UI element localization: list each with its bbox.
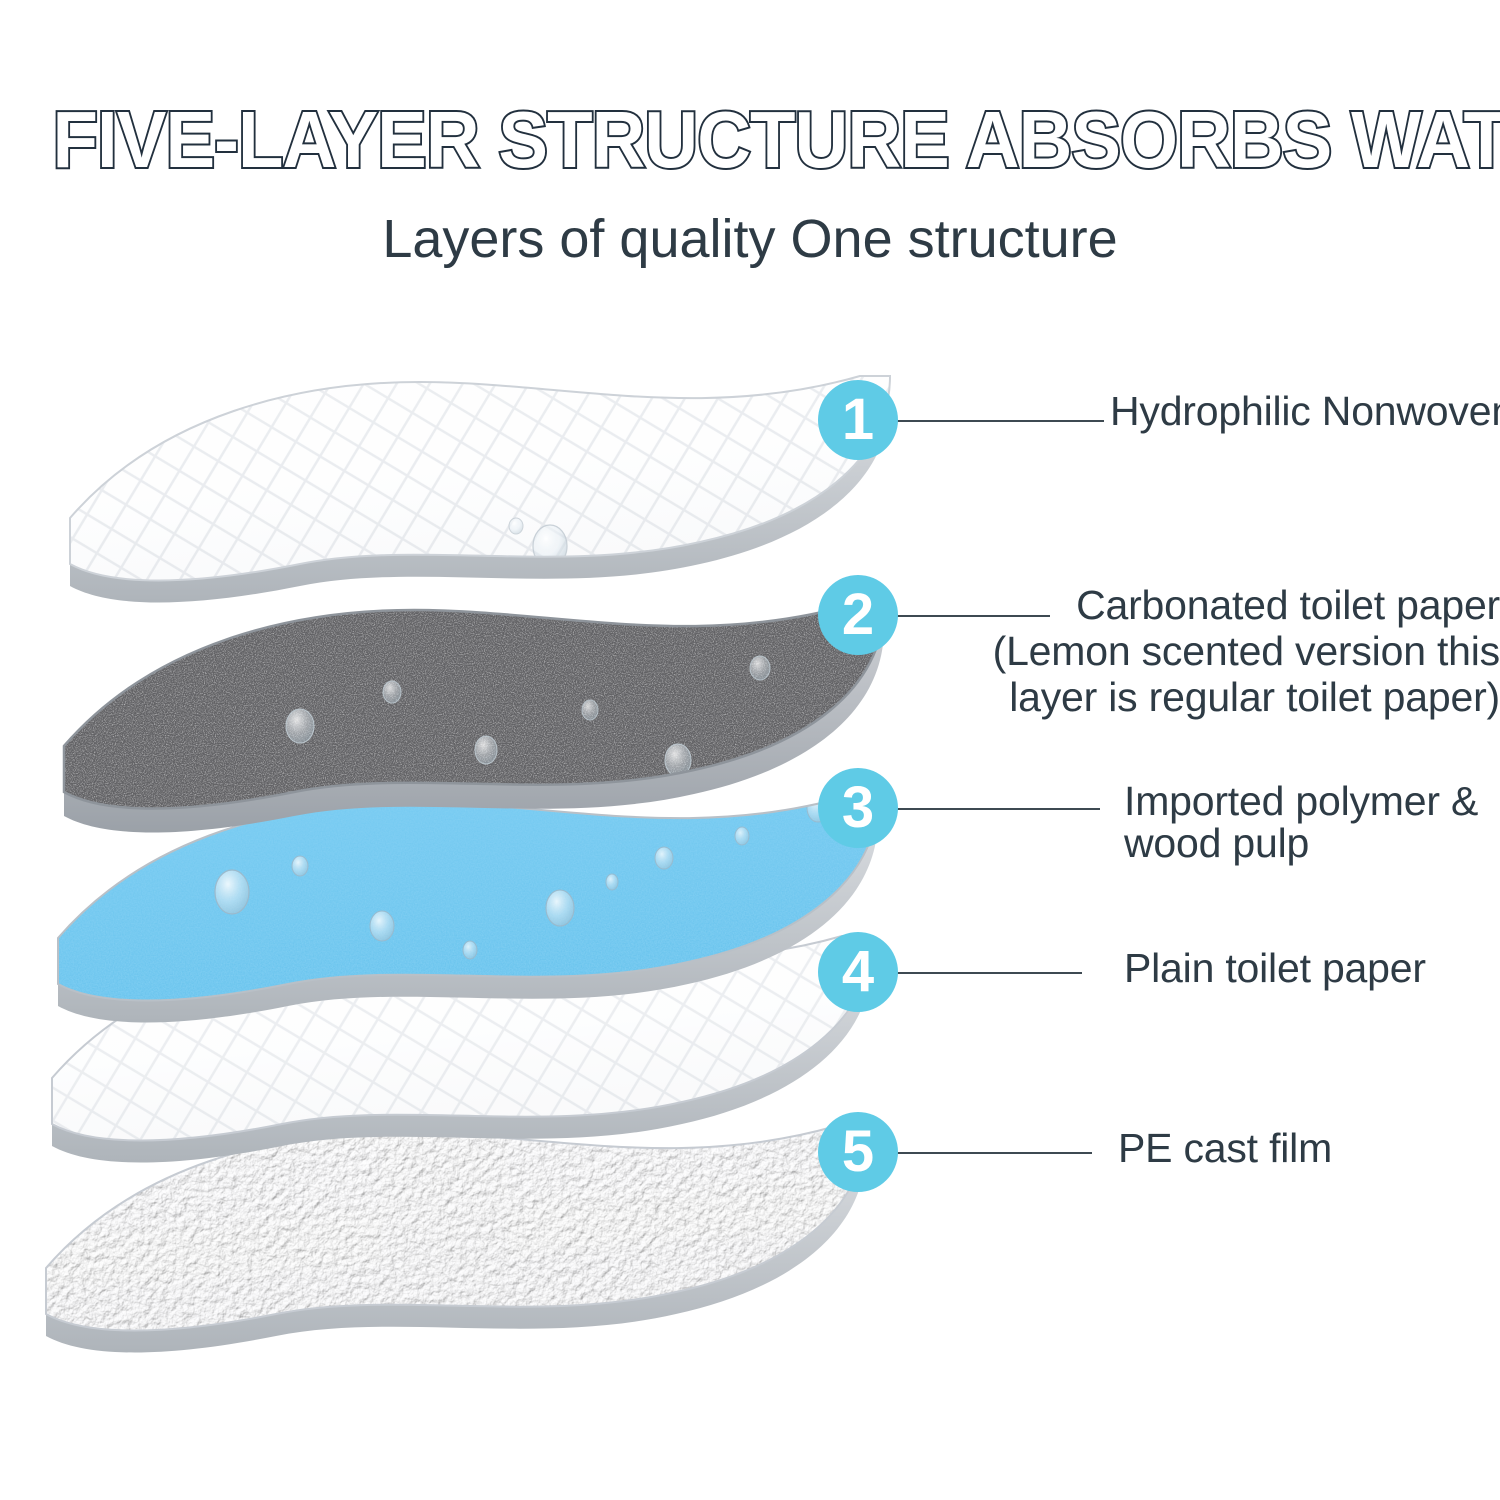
callout-line: Imported polymer & — [1124, 778, 1479, 824]
leader-line-5 — [896, 1152, 1092, 1154]
leader-line-4 — [896, 972, 1082, 974]
water-droplets-layer2 — [285, 655, 855, 777]
leader-line-2 — [896, 615, 1050, 617]
callout-line: Plain toilet paper — [1124, 945, 1426, 991]
number-badge-icon-1: 1 — [818, 380, 898, 460]
callout-label-3: Imported polymer & wood pulp — [1124, 780, 1478, 864]
water-droplets-layer3 — [214, 796, 830, 960]
layer-stack-svg — [45, 375, 891, 1353]
callout-line: Hydrophilic Nonwoven — [1110, 388, 1500, 434]
page-title: FIVE-LAYER STRUCTURE ABSORBS WATER INSTA… — [51, 95, 1500, 184]
callout-label-4: Plain toilet paper — [1124, 945, 1426, 991]
number-badge-icon-2: 2 — [818, 575, 898, 655]
leader-line-3 — [896, 808, 1100, 810]
callout-line: wood pulp — [1124, 820, 1310, 866]
callout-line: (Lemon scented version this — [992, 628, 1500, 674]
callout-line: layer is regular toilet paper) — [1009, 674, 1500, 720]
number-badge-icon-3: 3 — [818, 768, 898, 848]
callout-label-2: Carbonated toilet paper (Lemon scented v… — [895, 582, 1500, 720]
layer-stack-illustration — [0, 330, 1000, 1490]
leader-line-1 — [896, 420, 1104, 422]
callout-label-1: Hydrophilic Nonwoven — [1110, 388, 1500, 434]
number-badge-icon-5: 5 — [818, 1112, 898, 1192]
callout-line: PE cast film — [1118, 1125, 1333, 1171]
layer-2-carbonated-toilet-paper — [62, 602, 886, 833]
callout-label-5: PE cast film — [1118, 1125, 1332, 1171]
page-subtitle: Layers of quality One structure — [382, 209, 1118, 269]
callout-line: Carbonated toilet paper — [1076, 582, 1500, 628]
number-badge-icon-4: 4 — [818, 932, 898, 1012]
